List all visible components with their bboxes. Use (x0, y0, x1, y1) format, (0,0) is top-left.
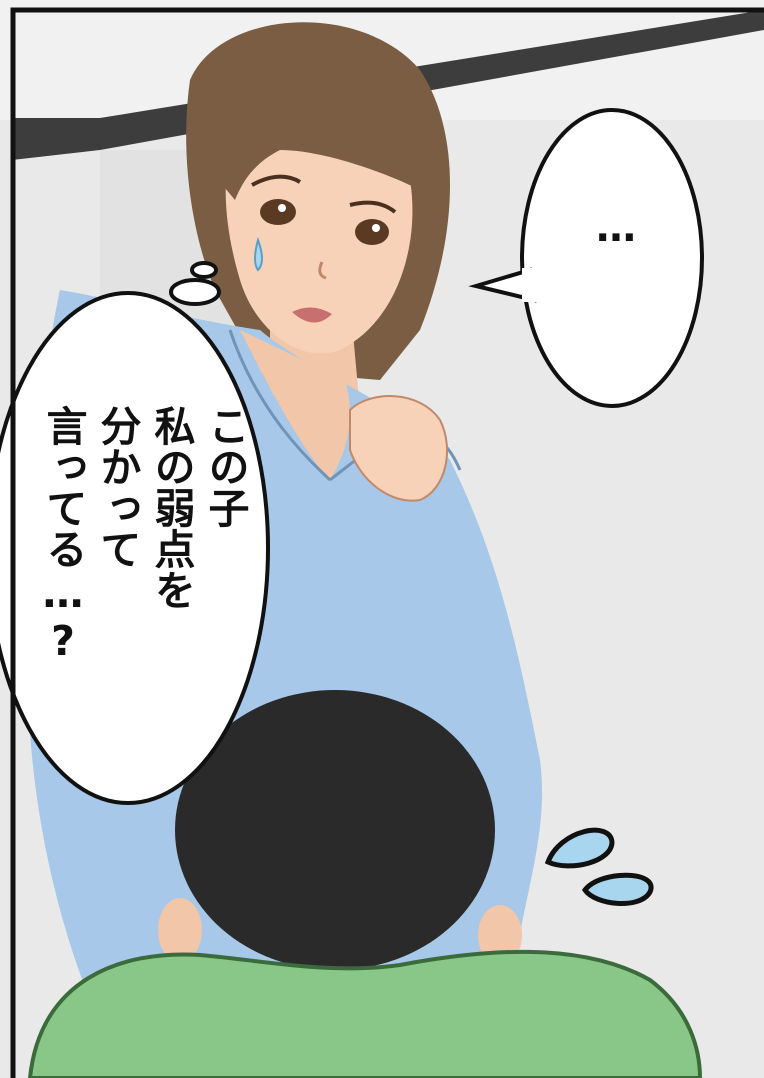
thought-bubble (0, 261, 270, 805)
thought-line-4: 言ってる…? (39, 405, 87, 665)
thought-line-2: 私の弱点を (147, 405, 195, 610)
woman-mouth (292, 307, 332, 323)
boy-shirt (27, 949, 703, 1078)
thought-line-3: 分かって (93, 405, 141, 569)
thought-bubble-text: この子 私の弱点を 分かって 言ってる…? (12, 405, 252, 735)
sweat-drop-lower (581, 872, 654, 906)
woman-hand (349, 395, 448, 502)
thought-line-1: この子 (201, 405, 249, 528)
sweat-drop-upper (544, 827, 615, 869)
boy-head (175, 690, 495, 970)
woman-face (225, 130, 413, 354)
tear-drop (254, 236, 263, 272)
woman-right-eye (355, 219, 389, 245)
speech-bubble-text: … (593, 205, 639, 245)
speech-bubble (468, 108, 704, 408)
woman-left-eye (260, 199, 296, 225)
panel-border (10, 7, 764, 1078)
